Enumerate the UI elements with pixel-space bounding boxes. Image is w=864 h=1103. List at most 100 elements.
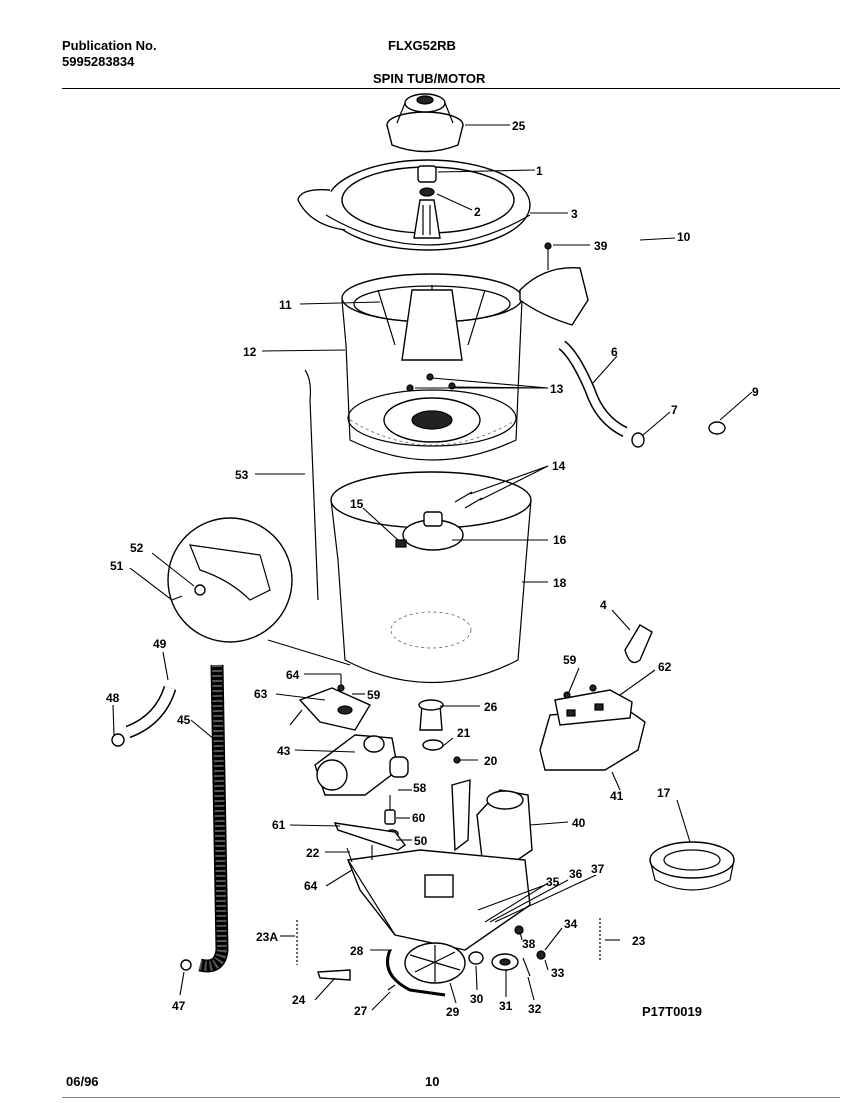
part-elbow-hose xyxy=(111,685,177,747)
callout-31: 31 xyxy=(499,999,513,1013)
callout-11: 11 xyxy=(279,298,292,312)
part-detail-circle xyxy=(167,517,351,666)
callout-26: 26 xyxy=(484,700,498,714)
callout-60: 60 xyxy=(412,811,426,825)
callout-59-left: 59 xyxy=(367,688,381,702)
part-cover-plate xyxy=(539,689,646,771)
callout-1: 1 xyxy=(536,164,543,178)
part-ring-17 xyxy=(649,841,735,891)
callout-9: 9 xyxy=(752,385,759,399)
callout-6: 6 xyxy=(611,345,618,359)
footer-date: 06/96 xyxy=(66,1074,99,1089)
callout-64-top: 64 xyxy=(286,668,300,682)
part-clamp-screw xyxy=(544,242,552,270)
part-seal-screws xyxy=(454,491,483,509)
part-drain-hose xyxy=(519,238,720,406)
leader-lines xyxy=(112,124,753,1011)
callout-63: 63 xyxy=(254,687,268,701)
callout-38: 38 xyxy=(522,937,536,951)
callout-64-bottom: 64 xyxy=(304,879,318,893)
diagram-code: P17T0019 xyxy=(642,1004,702,1019)
callout-51: 51 xyxy=(110,559,124,573)
part-26-21-20 xyxy=(418,699,461,764)
callout-28: 28 xyxy=(350,944,364,958)
part-screw-59a xyxy=(563,691,571,699)
callout-14: 14 xyxy=(552,459,566,473)
callout-48: 48 xyxy=(106,691,120,705)
part-screw-59b xyxy=(589,684,597,692)
callout-7: 7 xyxy=(671,403,678,417)
callout-24: 24 xyxy=(292,993,306,1007)
callout-18: 18 xyxy=(553,576,567,590)
part-motor xyxy=(476,789,533,866)
callout-4: 4 xyxy=(600,598,607,612)
part-link-61 xyxy=(333,822,406,851)
callout-30: 30 xyxy=(470,992,484,1006)
callout-33: 33 xyxy=(551,966,565,980)
callout-29: 29 xyxy=(446,1005,460,1019)
callout-23: 23 xyxy=(632,934,646,948)
callout-10: 10 xyxy=(677,230,691,244)
callout-34: 34 xyxy=(564,917,578,931)
model-number: FLXG52RB xyxy=(388,38,456,53)
callout-62: 62 xyxy=(658,660,672,674)
callout-45: 45 xyxy=(177,713,191,727)
part-hose-short xyxy=(558,340,628,437)
part-rod xyxy=(304,369,319,601)
callout-35: 35 xyxy=(546,875,560,889)
part-long-hose xyxy=(180,664,229,973)
callout-3: 3 xyxy=(571,207,578,221)
callout-32: 32 xyxy=(528,1002,542,1016)
part-pulley xyxy=(404,942,466,984)
callout-23A: 23A xyxy=(256,930,278,944)
callout-36: 36 xyxy=(569,867,583,881)
callout-39: 39 xyxy=(594,239,608,253)
part-tub-seal xyxy=(395,511,464,551)
part-agitator-nut xyxy=(417,165,437,197)
callout-52: 52 xyxy=(130,541,144,555)
part-27 xyxy=(387,984,396,991)
callout-40: 40 xyxy=(572,816,586,830)
publication-number: 5995283834 xyxy=(62,54,135,69)
part-basket-screws xyxy=(406,373,456,392)
part-base-frame xyxy=(347,779,546,951)
callout-16: 16 xyxy=(553,533,567,547)
callout-61: 61 xyxy=(272,818,286,832)
callout-22: 22 xyxy=(306,846,320,860)
callout-49: 49 xyxy=(153,637,167,651)
callout-58: 58 xyxy=(413,781,427,795)
part-pump xyxy=(314,734,409,796)
publication-label: Publication No. xyxy=(62,38,157,53)
part-small-pulley xyxy=(468,925,546,977)
part-clip-24 xyxy=(317,969,351,981)
callout-13: 13 xyxy=(550,382,564,396)
callout-12: 12 xyxy=(243,345,257,359)
callout-2: 2 xyxy=(474,205,481,219)
part-hose-clamp-9 xyxy=(708,421,726,435)
footer-page-number: 10 xyxy=(425,1074,440,1089)
part-4 xyxy=(624,624,653,664)
callout-53: 53 xyxy=(235,468,249,482)
callout-47: 47 xyxy=(172,999,186,1013)
header-rule xyxy=(62,88,840,89)
callout-21: 21 xyxy=(457,726,471,740)
callout-37: 37 xyxy=(591,862,605,876)
part-shaft-spline xyxy=(413,199,441,239)
part-bracket-63 xyxy=(289,684,372,731)
footer-rule xyxy=(62,1097,840,1098)
callout-41: 41 xyxy=(610,789,624,803)
callout-15: 15 xyxy=(350,497,364,511)
callout-43: 43 xyxy=(277,744,291,758)
part-22 xyxy=(346,847,353,863)
section-title: SPIN TUB/MOTOR xyxy=(373,71,486,86)
callout-labels: 25 1 2 3 39 10 11 12 6 13 9 7 53 14 15 1… xyxy=(106,119,759,1019)
callout-17: 17 xyxy=(657,786,671,800)
callout-59-right: 59 xyxy=(563,653,577,667)
part-spin-basket xyxy=(341,273,523,461)
callout-20: 20 xyxy=(484,754,498,768)
part-agitator-cap xyxy=(386,93,464,153)
part-belt xyxy=(386,949,446,997)
callout-27: 27 xyxy=(354,1004,368,1018)
part-hose-clamp-7 xyxy=(631,432,645,448)
